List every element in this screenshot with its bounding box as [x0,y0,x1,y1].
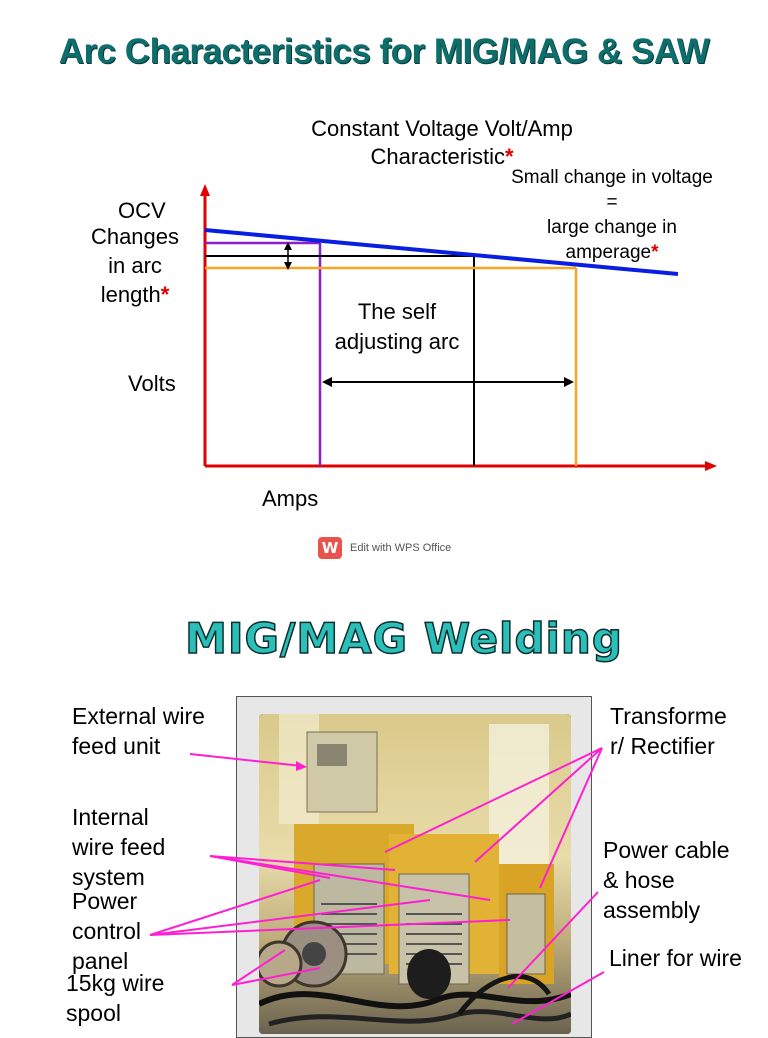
arrow-internal-feed-1 [209,855,396,871]
chart-subtitle: Constant Voltage Volt/Amp Characteristic… [272,115,612,171]
cable-line-2: & hose [603,867,675,893]
arrow-power-panel-2 [149,899,431,936]
wps-logo-icon: W [318,537,342,559]
self-line-1: The self [357,299,437,324]
self-adjusting-label: The self adjusting arc [322,297,472,357]
note-line-3: large change in [547,217,677,238]
label-external-feed: External wire feed unit [72,701,205,761]
x-axis-label: Amps [262,486,319,511]
arrow-transformer-2 [474,747,603,863]
arrow-power-panel-3 [149,919,511,936]
internal-feed-line-2: wire feed [72,834,166,860]
subtitle-star: * [504,144,514,169]
spool-line-2: spool [66,1000,121,1026]
arrow-spool-1 [231,949,286,986]
changes-label: Changes in arc length* [78,222,192,309]
transformer-line-2: r/ Rectifier [610,733,715,759]
power-panel-line-3: panel [72,948,129,974]
label-internal-feed: Internal wire feed system [72,802,165,892]
subtitle-line-2: Characteristic [370,144,505,169]
amperage-arrowhead-left [322,377,332,387]
arrow-external-feed [189,753,303,767]
note-line-4: amperage [565,242,652,263]
external-feed-line-2: feed unit [72,733,161,759]
label-transformer: Transforme r/ Rectifier [610,701,727,761]
slide2-title: MIG/MAG Welding [184,613,623,664]
arc-length-arrowhead-up [284,242,292,250]
label-wire-spool: 15kg wire spool [66,968,164,1028]
wps-watermark[interactable]: W Edit with WPS Office [318,537,451,559]
power-panel-line-1: Power [72,888,138,914]
y-axis-label: Volts [128,371,176,396]
arc-length-arrowhead-down [284,262,292,270]
arrow-transformer-3 [539,747,603,889]
spool-line-1: 15kg wire [66,970,165,996]
arrowhead-external-feed [296,761,307,771]
cable-line-1: Power cable [603,837,730,863]
changes-line-2: in arc [108,253,162,278]
arrow-power-panel-1 [149,879,321,936]
transformer-line-1: Transforme [610,703,727,729]
self-line-2: adjusting arc [334,329,460,354]
amperage-arrowhead-right [564,377,574,387]
label-liner: Liner for wire [609,945,742,971]
power-panel-line-2: control [72,918,142,944]
subtitle-line-1: Constant Voltage Volt/Amp [311,116,573,141]
note-line-1: Small change in voltage [511,167,713,188]
note-star: * [651,242,659,263]
label-power-cable: Power cable & hose assembly [603,835,730,925]
arrow-transformer-1 [384,747,603,853]
arc-characteristic-diagram [200,184,717,471]
note-line-2: = [606,192,618,213]
internal-feed-line-1: Internal [72,804,149,830]
wps-watermark-text: Edit with WPS Office [350,542,452,554]
external-feed-line-1: External wire [72,703,205,729]
changes-line-3: length [100,282,161,307]
cable-line-3: assembly [603,897,701,923]
arrow-internal-feed-3 [209,855,491,901]
changes-line-1: Changes [90,224,180,249]
changes-star: * [160,282,170,307]
y-axis-arrowhead [200,184,210,196]
voltage-note: Small change in voltage = large change i… [490,165,734,265]
internal-feed-line-3: system [72,864,145,890]
x-axis-arrowhead [705,461,717,471]
arrow-spool-2 [231,967,321,986]
slide1-title: Arc Characteristics for MIG/MAG & SAW [58,32,710,71]
label-power-panel: Power control panel [72,886,141,976]
arrow-liner [511,971,605,1024]
characteristic-line [204,228,679,276]
arrow-cable [507,891,599,989]
ocv-label: OCV [118,198,166,223]
